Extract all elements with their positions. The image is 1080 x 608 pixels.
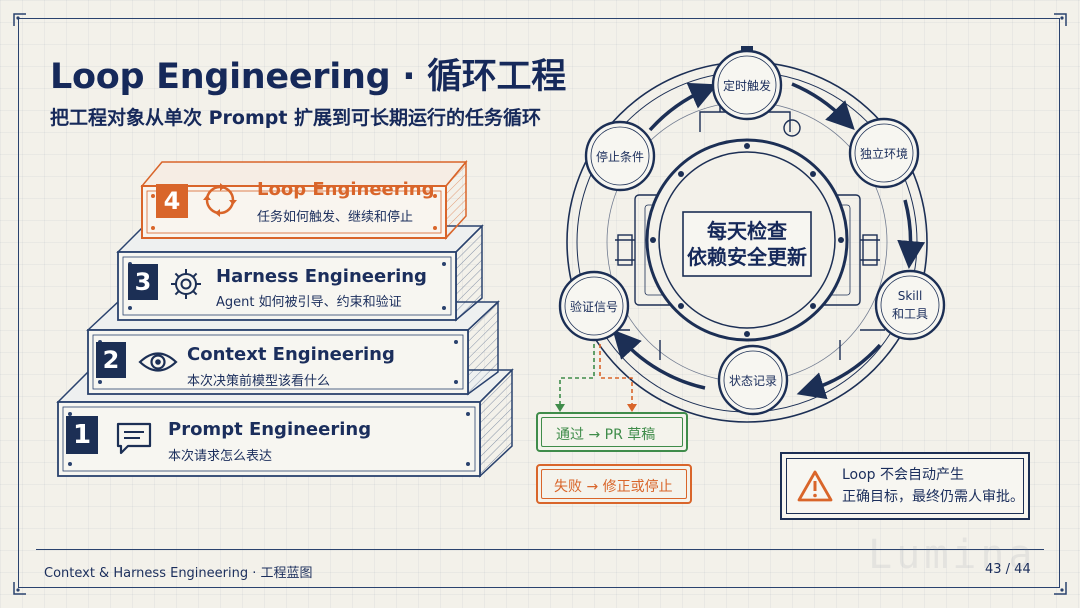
pass-outcome-box [536,412,688,452]
page-number: 43 / 44 [985,562,1031,577]
layer-2-number-badge: 2 [96,342,126,378]
svg-text:状态记录: 状态记录 [729,374,777,388]
node-trigger: 定时触发 [711,46,783,121]
svg-text:停止条件: 停止条件 [596,149,644,164]
layer-4-number-badge: 4 [156,184,188,218]
node-skill: Skill 和工具 [874,269,946,341]
footer-deck-title: Context & Harness Engineering · 工程蓝图 [44,566,313,581]
node-verify: 验证信号 [558,270,630,342]
layer-4-description: 任务如何触发、继续和停止 [257,210,414,225]
warning-box [780,452,1030,520]
corner-ornament-tl [13,13,26,26]
node-stop: 停止条件 [584,120,656,192]
node-state: 状态记录 [717,344,789,416]
layer-3-description: Agent 如何被引导、约束和验证 [216,295,402,310]
layer-4-title: Loop Engineering [257,179,435,200]
blueprint-frame [18,18,1060,588]
flow-arrow-skill-state [796,343,882,400]
flow-arrow-state-verify [612,329,706,390]
eye-icon [138,352,178,372]
fail-outcome-label: 失败 → 修正或停止 [554,479,673,495]
flow-arrow-env-skill [897,199,926,269]
layer-1-number-badge: 1 [66,416,98,454]
layer-block-4 [140,159,468,240]
fail-outcome-box [536,464,692,504]
gear-icon [171,269,201,299]
page-title: Loop Engineering · 循环工程 [50,57,566,97]
layer-2-title: Context Engineering [187,344,395,365]
corner-ornament-bl [13,582,26,595]
loop-diagram: 每天检查 依赖安全更新 定时触发 独立环境 Skill 和工具 状态记录 [558,46,946,423]
node-env: 独立环境 [848,117,920,189]
layer-1-description: 本次请求怎么表达 [168,449,273,464]
pass-outcome-label: 通过 → PR 草稿 [556,427,656,443]
warning-line2: 正确目标，最终仍需人审批。 [842,489,1024,505]
outcome-connectors [555,344,637,412]
corner-ornament-br [1054,582,1067,595]
layer-3-number-badge: 3 [128,264,158,300]
svg-text:独立环境: 独立环境 [860,146,908,161]
corner-ornament-tr [1054,13,1067,26]
center-task-line2: 依赖安全更新 [687,245,807,269]
flow-arrow-stop-trigger [648,82,718,132]
warning-icon [797,470,833,502]
watermark: Lumina [868,532,1037,578]
center-task-line1: 每天检查 [707,219,787,243]
cycle-icon [203,183,237,217]
svg-text:和工具: 和工具 [892,307,928,321]
porthole-bolts [650,143,844,337]
warning-line1: Loop 不会自动产生 [842,467,965,483]
layer-1-title: Prompt Engineering [168,419,372,440]
svg-text:Skill: Skill [898,289,923,303]
layer-2-description: 本次决策前模型该看什么 [187,374,331,389]
layer-stack [56,159,514,478]
flow-arrow-trigger-env [791,82,855,131]
footer-rule [36,549,1044,550]
svg-text:验证信号: 验证信号 [570,299,618,314]
chat-icon [116,422,152,455]
svg-text:定时触发: 定时触发 [723,78,771,93]
page-subtitle: 把工程对象从单次 Prompt 扩展到可长期运行的任务循环 [50,107,542,129]
layer-3-title: Harness Engineering [216,266,427,287]
